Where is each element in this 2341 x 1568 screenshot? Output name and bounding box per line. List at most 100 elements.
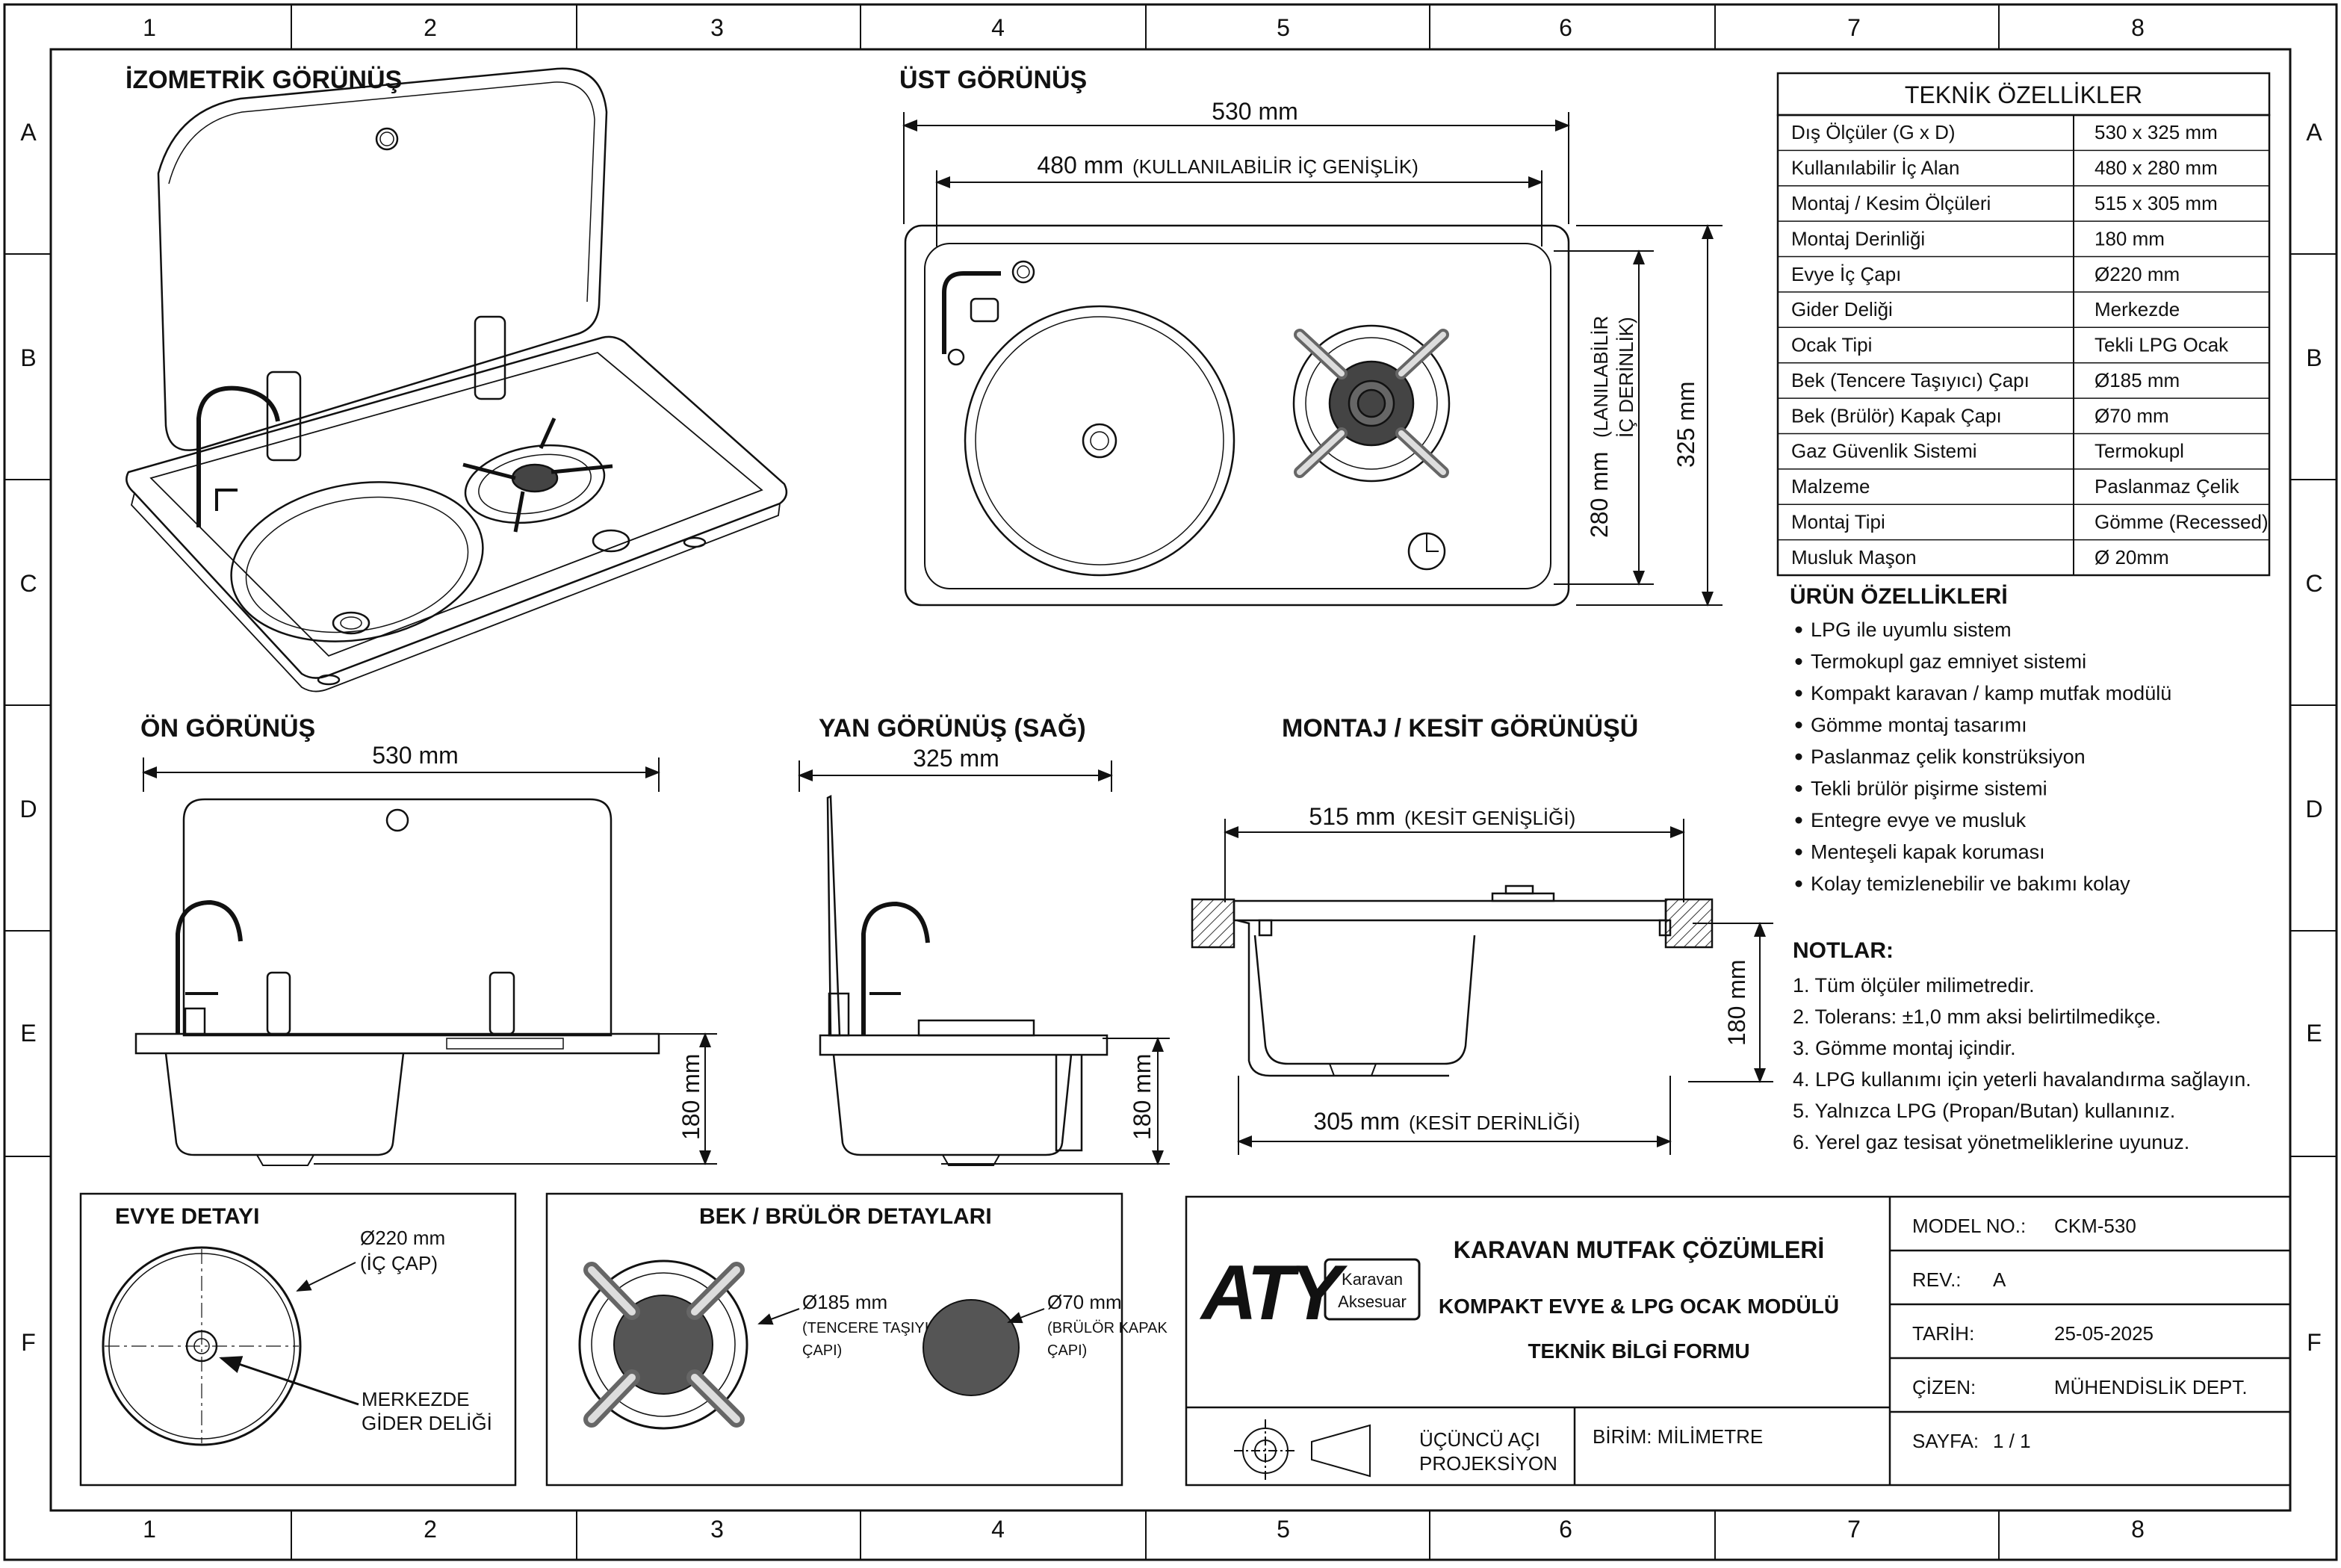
row-label-left-f: F: [21, 1329, 36, 1356]
burner-detail-grate-note-1: (TENCERE TAŞIYICI: [802, 1320, 943, 1336]
front-view-drawing: [134, 798, 660, 1166]
top-inner-depth-note-2: İÇ DERİNLİK): [1615, 317, 1637, 438]
side-width-dim: 325 mm: [913, 745, 999, 772]
col-label-bottom-4: 4: [991, 1516, 1005, 1543]
spec-label: Bek (Tencere Taşıyıcı) Çapı: [1791, 369, 2030, 391]
isometric-drain: [332, 611, 370, 635]
spec-label: Montaj Tipi: [1791, 510, 1885, 533]
spec-label: Malzeme: [1791, 475, 1870, 498]
bullet-icon: [1795, 690, 1802, 697]
notes-list: 1. Tüm ölçüler milimetredir.2. Tolerans:…: [1793, 974, 2251, 1153]
feature-item: LPG ile uyumlu sistem: [1811, 619, 2012, 641]
side-view-dimension-lines: [798, 760, 1170, 1165]
note-item: 4. LPG kullanımı için yeterli havalandır…: [1793, 1068, 2251, 1091]
spec-value: 180 mm: [2095, 227, 2165, 250]
grid-labels: 1 2 3 4 5 6 7 8 1 2 3 4 5 6 7 8 A B C D …: [19, 14, 2322, 1543]
sink-detail-diameter-note: (İÇ ÇAP): [360, 1252, 438, 1274]
section-depth-note: (KESİT DERİNLİĞİ): [1409, 1112, 1580, 1134]
col-label-top-6: 6: [1559, 14, 1572, 41]
spec-label: Kullanılabilir İç Alan: [1791, 157, 1959, 179]
section-width-note: (KESİT GENİŞLİĞİ): [1404, 807, 1575, 829]
isometric-hinge-right: [474, 315, 506, 400]
front-height-dim: 180 mm: [678, 1053, 704, 1140]
projection-label-1: ÜÇÜNCÜ AÇI: [1419, 1428, 1540, 1451]
drawing-frame: [3, 3, 2338, 1561]
col-label-top-3: 3: [710, 14, 724, 41]
col-label-top-8: 8: [2131, 14, 2145, 41]
spec-value: Ø70 mm: [2095, 404, 2169, 427]
side-view-title: YAN GÖRÜNÜŞ (SAĞ): [819, 714, 1086, 743]
feature-item: Menteşeli kapak koruması: [1811, 841, 2045, 864]
sink-detail-title: EVYE DETAYI: [115, 1204, 259, 1229]
row-label-left-a: A: [20, 119, 37, 146]
top-inner-depth-dim: 280 mm: [1586, 451, 1613, 538]
section-countertop-left: [1191, 898, 1235, 949]
front-hinge-left: [266, 971, 291, 1035]
title-block-company: KARAVAN MUTFAK ÇÖZÜMLERİ: [1454, 1236, 1825, 1263]
title-field-label: MODEL NO.:: [1912, 1215, 2026, 1237]
spec-label: Musluk Maşon: [1791, 546, 1917, 568]
row-label-right-e: E: [2306, 1020, 2322, 1047]
title-field-value: 25-05-2025: [2054, 1322, 2154, 1345]
notes-title: NOTLAR:: [1793, 938, 1894, 963]
projection-label-2: PROJEKSİYON: [1419, 1452, 1557, 1475]
col-label-top-4: 4: [991, 14, 1005, 41]
sink-detail-bowl: [102, 1246, 302, 1446]
spec-label: Montaj Derinliği: [1791, 227, 1925, 250]
title-field-value: A: [1993, 1268, 2006, 1291]
spec-label: Dış Ölçüler (G x D): [1791, 121, 1956, 143]
burner-detail-grate-diameter: Ø185 mm: [802, 1291, 887, 1313]
spec-value: Paslanmaz Çelik: [2095, 475, 2240, 498]
top-inner-depth-note-1: (LANILABİLİR: [1590, 316, 1612, 438]
top-view-dimension-lines: [902, 112, 1723, 607]
isometric-view-title: İZOMETRİK GÖRÜNÜŞ: [125, 66, 402, 94]
note-item: 6. Yerel gaz tesisat yönetmeliklerine uy…: [1793, 1131, 2189, 1153]
front-view-title: ÖN GÖRÜNÜŞ: [140, 714, 315, 743]
col-label-bottom-3: 3: [710, 1516, 724, 1543]
logo-sub-1: Karavan: [1342, 1270, 1403, 1289]
unit-label: BİRİM: MİLİMETRE: [1593, 1425, 1763, 1448]
bullet-icon: [1795, 816, 1802, 824]
burner-detail-cap-large: [923, 1299, 1020, 1396]
title-field-label: ÇİZEN:: [1912, 1376, 1976, 1398]
top-view-drawing: [904, 224, 1570, 607]
col-label-top-2: 2: [424, 14, 437, 41]
isometric-basin: [230, 481, 484, 642]
spec-rows: Dış Ölçüler (G x D) 530 x 325 mm Kullanıla…: [1778, 121, 2269, 568]
isometric-burner-ring: [464, 444, 606, 524]
company-logo: ATY Karavan Aksesuar: [1199, 1250, 1421, 1336]
burner-detail-panel: BEK / BRÜLÖR DETAYLARI Ø185 mm (TENCERE …: [545, 1192, 1168, 1487]
feature-item: Paslanmaz çelik konstrüksiyon: [1811, 746, 2086, 768]
title-block: [1185, 1195, 2292, 1487]
top-width-dim: 530 mm: [1212, 98, 1298, 125]
spec-value: 530 x 325 mm: [2095, 121, 2218, 143]
logo-mark: ATY: [1199, 1250, 1348, 1336]
title-field-label: SAYFA:: [1912, 1430, 1979, 1452]
spec-label: Ocak Tipi: [1791, 334, 1872, 356]
sink-detail-drain-label-2: GİDER DELİĞİ: [362, 1412, 492, 1434]
title-field-label: TARİH:: [1912, 1322, 1974, 1345]
burner-detail-cap-diameter: Ø70 mm: [1047, 1291, 1122, 1313]
section-view-dimension-lines: [1224, 819, 1773, 1155]
note-item: 1. Tüm ölçüler milimetredir.: [1793, 974, 2035, 997]
col-label-bottom-6: 6: [1559, 1516, 1572, 1543]
section-width-dim: 515 mm: [1309, 803, 1395, 830]
bullet-icon: [1795, 753, 1802, 760]
feature-item: Termokupl gaz emniyet sistemi: [1811, 651, 2086, 673]
top-burner-grate: [1292, 324, 1451, 483]
spec-value: 480 x 280 mm: [2095, 157, 2218, 179]
spec-value: Gömme (Recessed): [2095, 510, 2269, 533]
top-sink-bowl: [964, 305, 1235, 577]
spec-value: Ø 20mm: [2095, 546, 2169, 568]
top-view-title: ÜST GÖRÜNÜŞ: [899, 66, 1087, 94]
row-label-left-d: D: [19, 796, 37, 822]
sink-detail-panel: EVYE DETAYI Ø220 mm (İÇ ÇAP) MERKEZDE Gİ…: [79, 1192, 517, 1487]
spec-value: Ø220 mm: [2095, 263, 2180, 285]
top-inner-width-dim: 480 mm: [1037, 152, 1123, 179]
bullet-icon: [1795, 849, 1802, 855]
bullet-icon: [1795, 880, 1802, 887]
note-item: 3. Gömme montaj içindir.: [1793, 1037, 2016, 1059]
isometric-hinge-left: [266, 371, 302, 462]
